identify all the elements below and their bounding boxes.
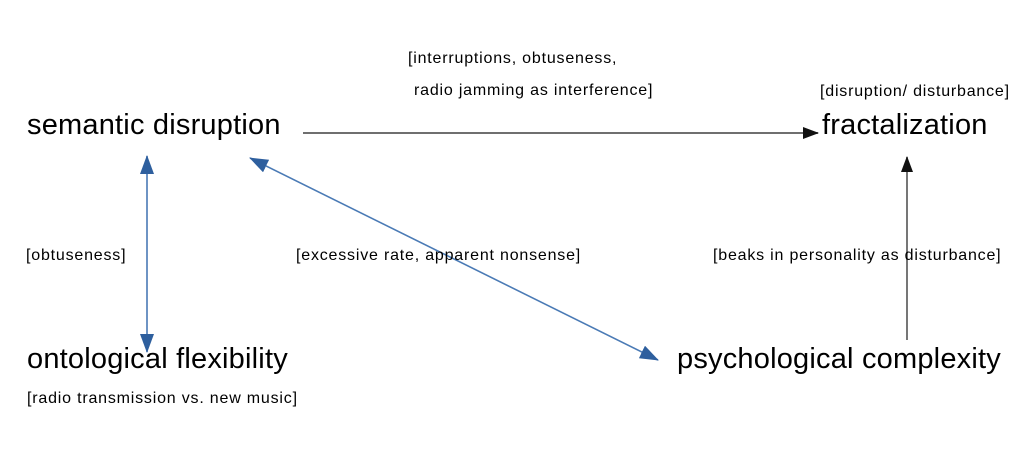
edge-label-beaks-in-personality: [beaks in personality as disturbance] (713, 247, 1002, 264)
edge-label-semantic-fractalization-line2: radio jamming as interference] (414, 82, 654, 99)
edge-label-semantic-fractalization-line1: [interruptions, obtuseness, (408, 50, 618, 67)
edge-label-obtuseness: [obtuseness] (26, 247, 127, 264)
edge-label-excessive-rate: [excessive rate, apparent nonsense] (296, 247, 582, 264)
node-psychological-complexity: psychological complexity (677, 343, 1001, 375)
node-semantic-disruption: semantic disruption (27, 109, 281, 141)
node-fractalization: fractalization (822, 109, 988, 141)
label-radio-transmission-vs-new-music: [radio transmission vs. new music] (27, 390, 298, 407)
label-disruption-disturbance: [disruption/ disturbance] (820, 83, 1010, 100)
arrow-semantic-disruption-psychological-complexity-two-way (249, 157, 659, 361)
node-ontological-flexibility: ontological flexibility (27, 343, 288, 375)
